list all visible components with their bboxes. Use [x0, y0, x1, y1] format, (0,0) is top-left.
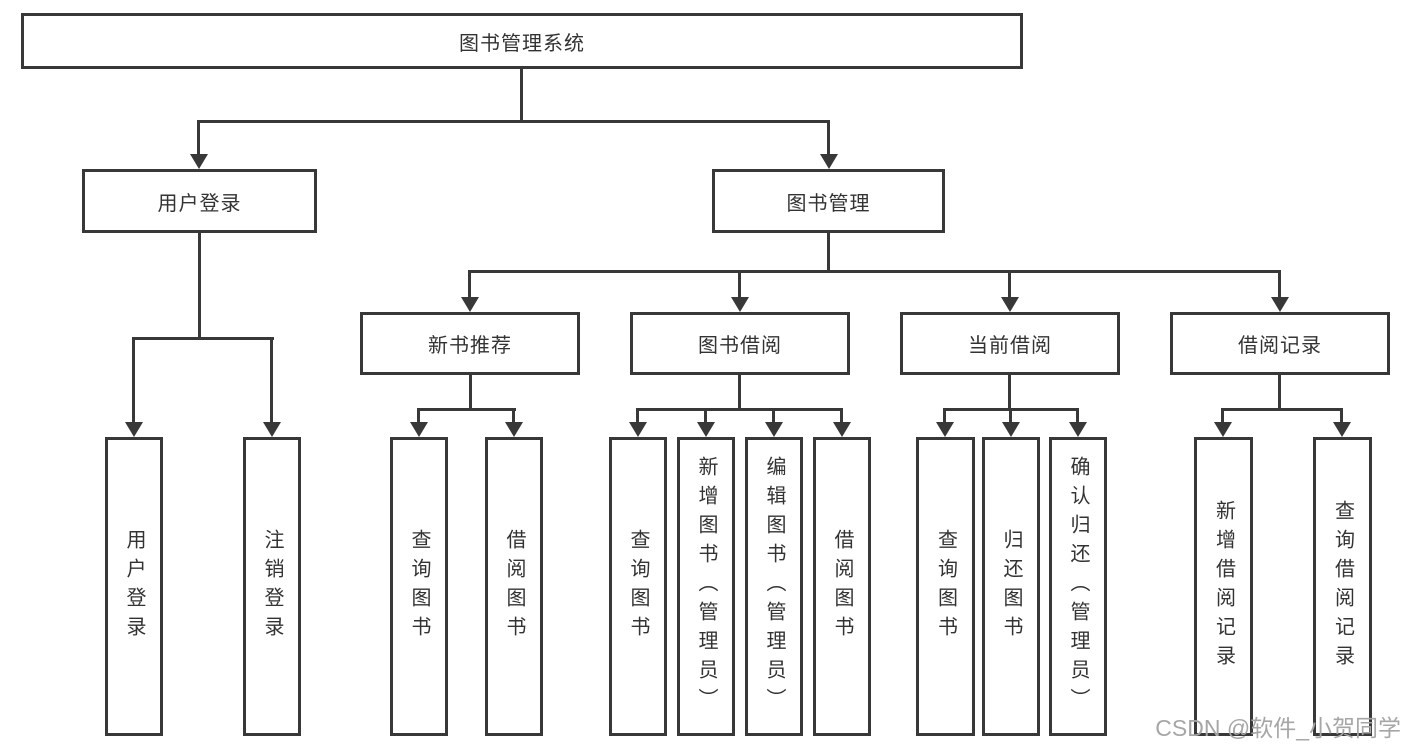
leaf-br-query-record-label: 查询借阅记录 — [1331, 499, 1354, 674]
connector-arrow-bb-borrow — [833, 408, 851, 437]
node-current-borrowing-label: 当前借阅 — [968, 335, 1052, 357]
leaf-bb-add-books-admin: 新增图书（管理员） — [677, 437, 735, 736]
connector-arrow-bb-add — [697, 408, 715, 437]
connector-level2-hline — [469, 270, 1281, 273]
connector-root-vline — [520, 69, 523, 123]
connector-level1-hline — [198, 120, 830, 123]
node-book-management-label: 图书管理 — [786, 192, 871, 215]
leaf-br-add-record-label: 新增借阅记录 — [1212, 499, 1235, 674]
leaf-cb-return-books: 归还图书 — [982, 437, 1040, 736]
connector-arrow-book-borrow — [731, 270, 749, 312]
leaf-br-query-record: 查询借阅记录 — [1313, 437, 1372, 736]
connector-borrow-record-vline — [1278, 375, 1281, 411]
connector-arrow-br-add — [1214, 408, 1232, 437]
connector-arrow-book-management — [820, 120, 838, 169]
leaf-cb-return-books-label: 归还图书 — [1000, 528, 1022, 645]
leaf-bb-borrow-books: 借阅图书 — [813, 437, 871, 736]
connector-borrow-record-hline — [1221, 408, 1343, 411]
connector-book-borrow-hline — [636, 408, 843, 411]
connector-arrow-cb-return — [1002, 408, 1020, 437]
leaf-bb-add-books-admin-label: 新增图书（管理员） — [695, 456, 717, 717]
node-current-borrowing: 当前借阅 — [900, 312, 1120, 375]
node-library-system: 图书管理系统 — [21, 13, 1023, 69]
connector-arrow-nb-borrow — [505, 408, 523, 437]
connector-new-book-hline — [418, 408, 516, 411]
connector-book-management-vline — [827, 233, 830, 273]
node-borrowing-records-label: 借阅记录 — [1238, 335, 1322, 357]
node-book-management: 图书管理 — [712, 169, 945, 233]
leaf-bb-query-books: 查询图书 — [609, 437, 667, 736]
node-borrowing-records: 借阅记录 — [1170, 312, 1390, 375]
node-new-book-recommend-label: 新书推荐 — [428, 335, 512, 357]
leaf-nb-borrow-books-label: 借阅图书 — [503, 528, 525, 645]
connector-arrow-new-book — [461, 270, 479, 312]
node-new-book-recommend: 新书推荐 — [360, 312, 580, 375]
leaf-cb-query-books: 查询图书 — [916, 437, 975, 736]
connector-arrow-current-borrow — [1001, 270, 1019, 312]
connector-book-borrow-vline — [738, 375, 741, 411]
leaf-bb-edit-books-admin: 编辑图书（管理员） — [745, 437, 803, 736]
connector-arrow-borrow-record — [1271, 270, 1289, 312]
connector-current-borrow-vline — [1008, 375, 1011, 411]
connector-new-book-vline — [469, 375, 472, 411]
node-library-system-label: 图书管理系统 — [459, 32, 585, 55]
node-user-login-label: 用户登录 — [157, 192, 242, 215]
connector-user-login-vline — [198, 233, 201, 340]
leaf-user-login-label: 用户登录 — [123, 528, 145, 645]
csdn-watermark: CSDN @软件_小贺同学 — [1155, 715, 1401, 741]
leaf-logout: 注销登录 — [243, 437, 301, 736]
connector-arrow-nb-query — [410, 408, 428, 437]
leaf-nb-borrow-books: 借阅图书 — [485, 437, 543, 736]
leaf-cb-query-books-label: 查询图书 — [934, 528, 957, 645]
connector-arrow-br-query — [1333, 408, 1351, 437]
connector-arrow-logout — [263, 337, 281, 437]
leaf-nb-query-books: 查询图书 — [390, 437, 448, 736]
node-user-login: 用户登录 — [82, 169, 317, 233]
connector-arrow-bb-query — [629, 408, 647, 437]
connector-user-login-hline — [132, 337, 274, 340]
connector-arrow-login — [125, 337, 143, 437]
leaf-bb-query-books-label: 查询图书 — [627, 528, 649, 645]
connector-arrow-cb-confirm — [1069, 408, 1087, 437]
leaf-nb-query-books-label: 查询图书 — [408, 528, 430, 645]
leaf-cb-confirm-return-admin: 确认归还（管理员） — [1049, 437, 1107, 736]
leaf-br-add-record: 新增借阅记录 — [1194, 437, 1253, 736]
leaf-bb-borrow-books-label: 借阅图书 — [831, 528, 853, 645]
connector-arrow-cb-query — [936, 408, 954, 437]
connector-arrow-bb-edit — [765, 408, 783, 437]
connector-arrow-user-login — [190, 120, 208, 169]
node-book-borrowing-label: 图书借阅 — [698, 335, 782, 357]
leaf-cb-confirm-return-admin-label: 确认归还（管理员） — [1067, 456, 1089, 717]
leaf-bb-edit-books-admin-label: 编辑图书（管理员） — [763, 456, 785, 717]
leaf-user-login: 用户登录 — [105, 437, 163, 736]
leaf-logout-label: 注销登录 — [261, 528, 283, 645]
node-book-borrowing: 图书借阅 — [630, 312, 850, 375]
